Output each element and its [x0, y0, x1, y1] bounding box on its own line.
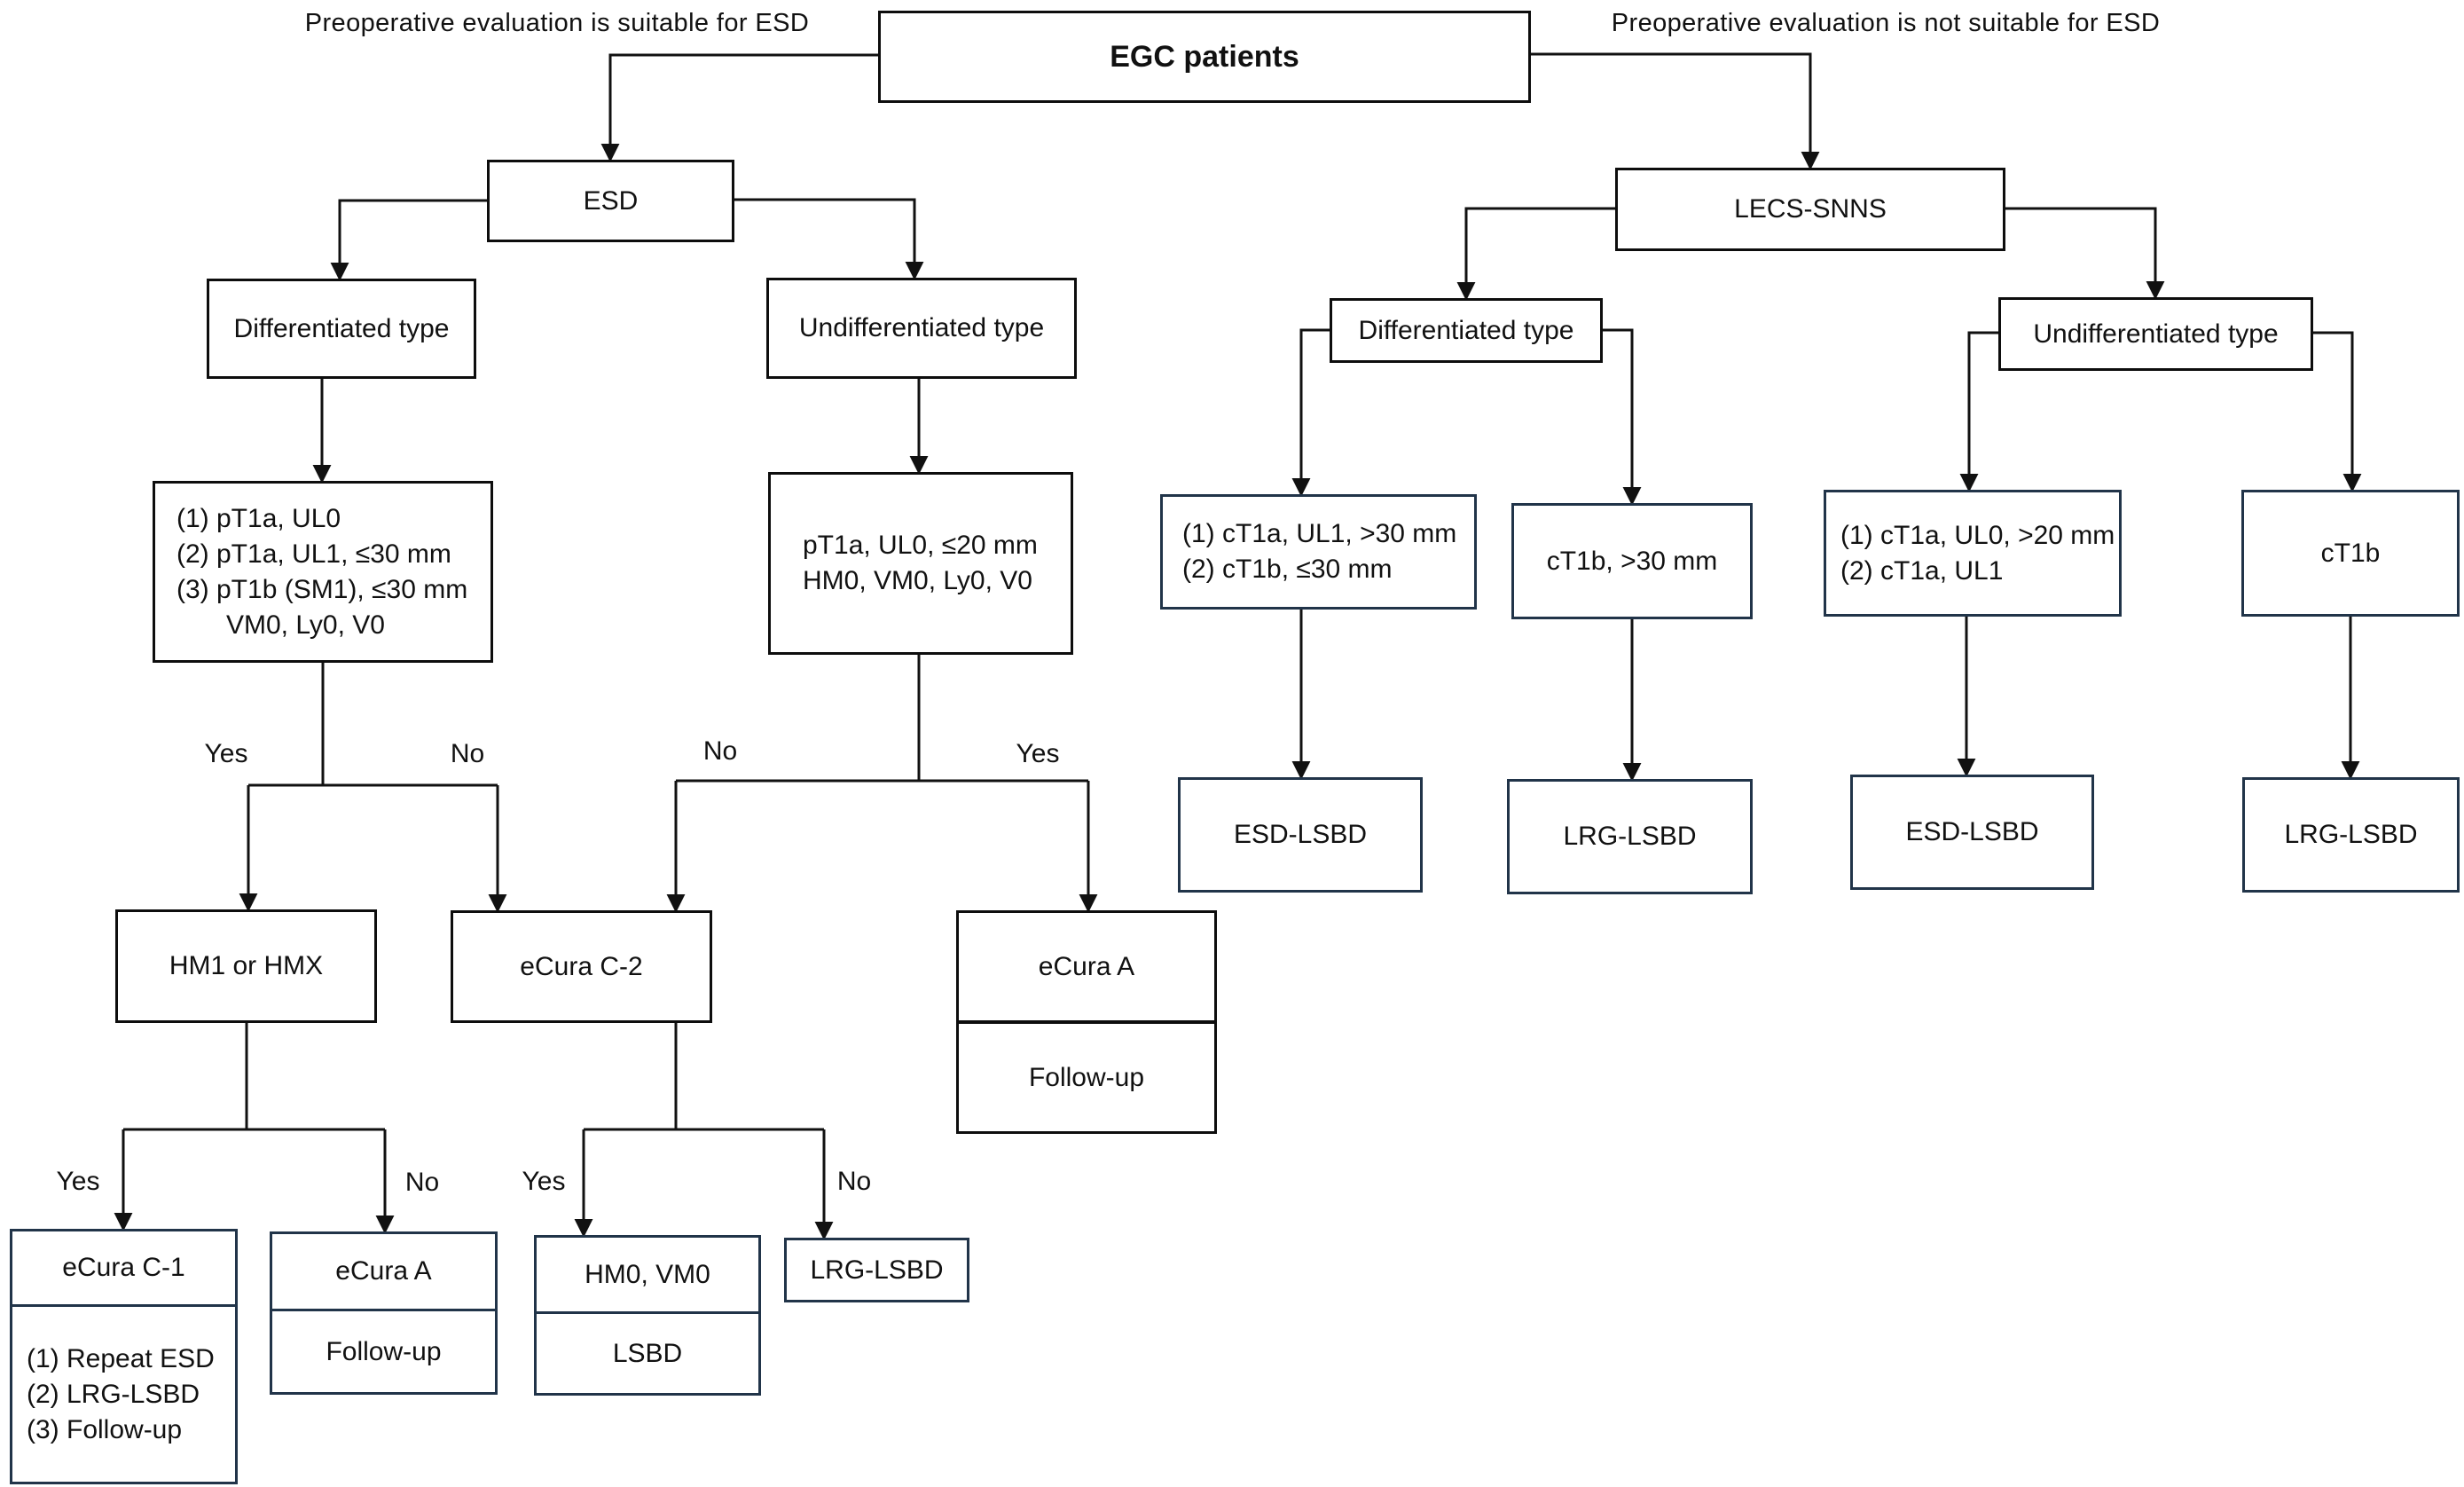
node-outcome-esd-lsbd-1: ESD-LSBD — [1178, 777, 1423, 893]
node-ecura-c1: eCura C-1 (1) Repeat ESD (2) LRG-LSBD (3… — [10, 1229, 238, 1484]
node-egc-patients: EGC patients — [878, 11, 1531, 103]
decision-label-no: No — [450, 739, 485, 768]
criteria-line: (1) cT1a, UL1, >30 mm — [1182, 519, 1457, 548]
action-line: (2) LRG-LSBD — [27, 1379, 200, 1409]
branch-note-left: Preoperative evaluation is suitable for … — [304, 9, 810, 37]
node-ecura-c2: eCura C-2 — [451, 910, 712, 1023]
node-esd: ESD — [487, 160, 734, 242]
node-lrg-lsbd-small: LRG-LSBD — [784, 1238, 969, 1302]
ecura-a-action: Follow-up — [272, 1309, 495, 1392]
criteria-line: HM0, VM0, Ly0, V0 — [803, 566, 1032, 595]
edge-critl1-stem — [248, 663, 498, 787]
branch-note-right: Preoperative evaluation is not suitable … — [1611, 9, 2161, 37]
edge-undiffr-crit1 — [1959, 331, 1998, 492]
ecura-a-title: eCura A — [1038, 951, 1135, 981]
node-lecs-undifferentiated-criteria-2: cT1b — [2241, 490, 2460, 617]
node-hm0-vm0-lsbd: HM0, VM0 LSBD — [534, 1235, 761, 1396]
criteria-line: (2) cT1b, ≤30 mm — [1182, 555, 1393, 584]
decision-label-yes: Yes — [1016, 739, 1060, 768]
edge-diffr-crit1 — [1291, 328, 1330, 497]
edge-lecs-undiff — [2005, 207, 2165, 300]
edge-esd-undiff — [734, 198, 924, 280]
node-ecura-a-followup-left: eCura A Follow-up — [270, 1231, 498, 1395]
node-lecs-differentiated-type: Differentiated type — [1330, 298, 1603, 363]
node-lecs-differentiated-criteria-2: cT1b, >30 mm — [1511, 503, 1753, 619]
node-outcome-esd-lsbd-2: ESD-LSBD — [1850, 775, 2094, 890]
criteria-line: (3) pT1b (SM1), ≤30 mm — [177, 574, 468, 604]
hm0-vm0-action: LSBD — [537, 1311, 758, 1393]
node-hm1-or-hmx: HM1 or HMX — [115, 909, 377, 1023]
node-lecs-snns: LECS-SNNS — [1615, 168, 2005, 251]
edge-critl2-stem — [676, 655, 1088, 783]
node-esd-differentiated-criteria: (1) pT1a, UL0 (2) pT1a, UL1, ≤30 mm (3) … — [153, 481, 493, 663]
criteria-line: (2) cT1a, UL1 — [1840, 555, 2004, 586]
node-lecs-undifferentiated-criteria-1: (1) cT1a, UL0, >20 mm (2) cT1a, UL1 — [1824, 490, 2122, 617]
ecura-a-action: Follow-up — [959, 1020, 1214, 1131]
edge-ecurac2-stem — [584, 1023, 824, 1131]
edge-undiffr-crit2 — [2313, 331, 2362, 492]
edge-egc-esd — [600, 53, 878, 162]
ecura-a-title: eCura A — [335, 1256, 432, 1286]
edge-lecs-diff — [1456, 207, 1615, 301]
edge-esd-diff — [330, 199, 487, 281]
edge-egc-lecs — [1531, 52, 1820, 170]
criteria-line: (2) pT1a, UL1, ≤30 mm — [177, 539, 451, 569]
criteria-line: (1) pT1a, UL0 — [177, 503, 341, 533]
decision-label-yes: Yes — [56, 1167, 100, 1196]
decision-label-yes: Yes — [522, 1167, 566, 1196]
action-line: (3) Follow-up — [27, 1414, 183, 1444]
node-outcome-lrg-lsbd-1: LRG-LSBD — [1507, 779, 1753, 894]
node-esd-differentiated-type: Differentiated type — [207, 279, 476, 379]
criteria-line: VM0, Ly0, V0 — [226, 610, 385, 640]
edge-diffr-crit2 — [1603, 328, 1642, 506]
node-lecs-undifferentiated-type: Undifferentiated type — [1998, 297, 2313, 371]
node-esd-undifferentiated-type: Undifferentiated type — [766, 278, 1077, 379]
node-ecura-a-followup-right: eCura A Follow-up — [956, 910, 1217, 1134]
hm0-vm0-title: HM0, VM0 — [585, 1259, 710, 1289]
decision-label-no: No — [404, 1168, 440, 1197]
criteria-line: pT1a, UL0, ≤20 mm — [803, 531, 1038, 560]
edge-hm1-stem — [123, 1023, 385, 1131]
decision-label-no: No — [836, 1167, 872, 1196]
criteria-line: (1) cT1a, UL0, >20 mm — [1840, 520, 2115, 550]
action-line: (1) Repeat ESD — [27, 1343, 215, 1373]
node-esd-undifferentiated-criteria: pT1a, UL0, ≤20 mm HM0, VM0, Ly0, V0 — [768, 472, 1073, 655]
decision-label-no: No — [702, 736, 738, 766]
node-outcome-lrg-lsbd-2: LRG-LSBD — [2242, 777, 2460, 893]
node-lecs-differentiated-criteria-1: (1) cT1a, UL1, >30 mm (2) cT1b, ≤30 mm — [1160, 494, 1477, 610]
ecura-c1-actions: (1) Repeat ESD (2) LRG-LSBD (3) Follow-u… — [12, 1304, 235, 1482]
decision-label-yes: Yes — [204, 739, 248, 768]
ecura-c1-title: eCura C-1 — [62, 1253, 185, 1282]
